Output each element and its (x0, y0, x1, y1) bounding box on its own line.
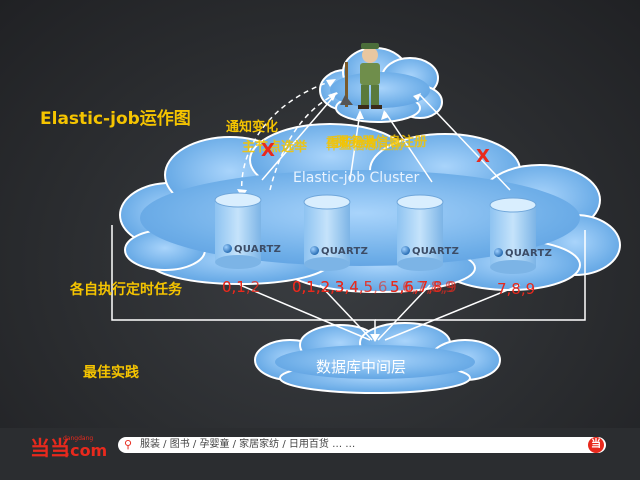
arrowheads (237, 79, 421, 342)
cylinder-1 (214, 192, 262, 269)
quartz-icon (310, 246, 319, 255)
shard-label-2a: 0,1,2,3 (292, 278, 345, 296)
failure-x-left: X (261, 140, 275, 161)
quartz-logo-1: QUARTZ (223, 244, 281, 255)
quartz-logo-2: QUARTZ (310, 246, 368, 257)
search-icon[interactable]: ⚲ (124, 438, 133, 451)
shard-label-2b: 0,1,2,3,4 (292, 278, 359, 296)
footer-bar: 当当 dangdang .com (0, 428, 640, 480)
overlap-label-3: 服务器信息注册 (336, 135, 428, 150)
cylinder-3 (396, 194, 444, 271)
quartz-text: QUARTZ (412, 246, 460, 257)
brand-badge-icon[interactable]: 当 (588, 437, 604, 453)
quartz-text: QUARTZ (234, 244, 282, 255)
quartz-icon (401, 246, 410, 255)
shard-label-1b: 0,1,2 (222, 278, 261, 296)
shard-label-1a: 0,1 (222, 278, 246, 296)
brand-cn: 当当 (30, 436, 70, 460)
notify-dashed-arrows (240, 79, 341, 196)
shard-label-3c: 5,6,7,8,9 (390, 278, 457, 296)
diagram-title: Elastic-job运作图 (40, 109, 191, 129)
best-practice-label: 最佳实践 (83, 365, 139, 381)
zookeeper-worker-figure (340, 43, 382, 109)
shard-label-3d: 6,7,8,9 (402, 278, 455, 296)
quartz-logo-3: QUARTZ (401, 246, 459, 257)
failure-x-right: X (476, 146, 490, 167)
shard-label-2c: 0,1,2,3,4,5 (292, 278, 374, 296)
brand-com: .com (64, 441, 108, 460)
shard-label-3a: 5,6,7 (390, 278, 429, 296)
notify-label: 通知变化 (226, 120, 279, 135)
arrows (111, 94, 586, 341)
quartz-icon (494, 248, 503, 257)
quartz-icon (223, 244, 232, 253)
shard-label-4: 7,8,9 (497, 280, 536, 298)
cylinder-4 (489, 197, 537, 274)
schedule-label: 各自执行定时任务 (70, 282, 182, 298)
quartz-text: QUARTZ (321, 246, 369, 257)
cylinder-2 (303, 194, 351, 271)
server-cylinders (214, 192, 537, 274)
overlap-label-4: 作业信息注册 (326, 138, 405, 153)
shard-label-2d: 0,1,2,3,4,5,6 (292, 278, 388, 296)
search-bar[interactable]: ⚲ 服装 / 图书 / 孕婴童 / 家居家纺 / 日用百货 … … (118, 437, 606, 453)
db-label: 数据库中间层 (316, 358, 407, 376)
cluster-label: Elastic-job Cluster (293, 170, 420, 186)
shard-label-3b: 5,6,7,8 (390, 278, 443, 296)
search-categories: 服装 / 图书 / 孕婴童 / 家居家纺 / 日用百货 … … (140, 439, 356, 450)
quartz-logo-4: QUARTZ (494, 248, 552, 259)
brand-logo: 当当 (30, 432, 70, 461)
overlap-label-1: 主节点选举 (242, 140, 308, 155)
overlap-label-2: 重新分片 (326, 136, 379, 151)
brand-small: dangdang (63, 435, 94, 442)
quartz-text: QUARTZ (505, 248, 553, 259)
